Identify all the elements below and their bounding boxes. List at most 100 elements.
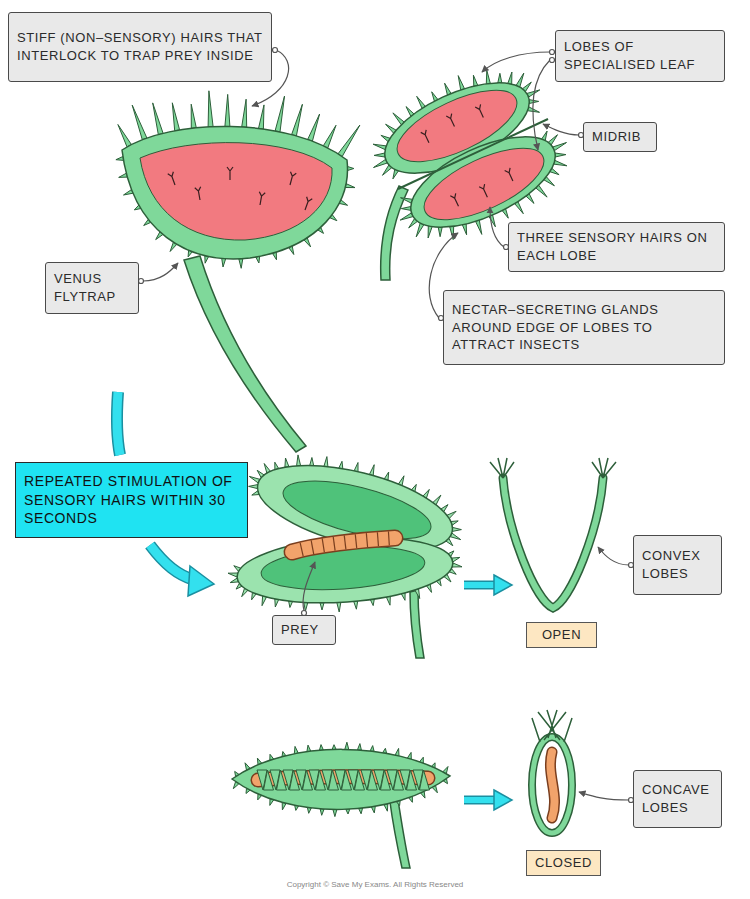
process-arrow	[464, 582, 496, 588]
stiff-hairs	[225, 94, 230, 126]
open-cross-section	[503, 478, 603, 608]
process-arrow	[464, 575, 512, 810]
stiff-hairs	[452, 527, 461, 531]
stiff-hairs	[476, 220, 482, 234]
stiff-hairs	[354, 601, 358, 609]
callout-box: THREE SENSORY HAIRS ON EACH LOBE	[508, 222, 725, 272]
closed-cross-section	[532, 710, 572, 742]
process-arrow	[117, 392, 120, 455]
flytrap-side-view	[116, 91, 360, 452]
sensory-hairs	[446, 114, 454, 127]
process-arrow	[464, 796, 496, 805]
stiff-hairs	[428, 226, 432, 238]
copyright-note: Copyright © Save My Exams. All Rights Re…	[0, 880, 750, 889]
prey-worm	[292, 538, 395, 552]
leader-lines	[598, 547, 629, 565]
interlocking-hairs	[257, 770, 430, 790]
prey-worm-segments	[322, 538, 324, 552]
node-text: CLOSED	[533, 854, 594, 872]
stiff-hairs	[153, 103, 163, 135]
leader-dots	[550, 50, 555, 55]
stiff-hairs	[191, 104, 196, 128]
callout-box: NECTAR–SECRETING GLANDS AROUND EDGE OF L…	[443, 290, 725, 365]
closed-cross-section	[532, 710, 572, 833]
stiff-hairs	[239, 259, 243, 269]
closed-cross-section	[532, 737, 572, 833]
stiff-hairs	[348, 167, 354, 171]
leaf-stalk	[184, 256, 306, 452]
trap-lobe	[122, 126, 347, 258]
stiff-hairs	[222, 258, 226, 267]
open-cross-section	[490, 458, 616, 478]
stiff-hairs	[333, 809, 337, 816]
trap-lobe	[232, 749, 450, 809]
stiff-hairs	[297, 455, 301, 466]
callout-box: MIDRIB	[583, 122, 657, 152]
leader-lines	[543, 124, 579, 135]
stiff-hairs	[228, 573, 238, 577]
leader-lines	[490, 207, 504, 247]
closed-cross-section	[532, 737, 572, 833]
stiff-hairs	[553, 143, 567, 151]
process-arrow	[150, 545, 194, 580]
process-arrow	[188, 566, 214, 596]
sensory-hairs	[259, 192, 265, 205]
process-arrow	[117, 392, 120, 455]
stiff-hairs	[462, 224, 466, 235]
sensory-hairs	[421, 130, 429, 143]
stiff-hairs	[555, 153, 566, 157]
prey-worm	[550, 752, 554, 818]
sensory-hairs	[168, 167, 313, 210]
stiff-hairs	[116, 91, 360, 268]
state-label: CLOSED	[526, 850, 601, 876]
node-text: NECTAR–SECRETING GLANDS AROUND EDGE OF L…	[452, 301, 716, 354]
stiff-hairs	[118, 125, 131, 147]
stiff-hairs	[345, 742, 349, 749]
node-text: OPEN	[533, 626, 590, 644]
node-text: STIFF (NON–SENSORY) HAIRS THAT INTERLOCK…	[17, 29, 263, 64]
stiff-hairs	[310, 458, 314, 466]
midrib-line	[398, 119, 548, 189]
leader-lines	[303, 562, 315, 611]
leader-dots	[273, 48, 278, 53]
prey-worm-segments	[355, 534, 356, 548]
leaf-stalk	[390, 800, 410, 868]
sensory-hairs	[227, 167, 233, 180]
leader-lines	[579, 792, 629, 800]
stiff-hairs	[323, 125, 336, 148]
stiff-hairs	[373, 70, 567, 239]
stiff-hairs	[373, 144, 386, 150]
callout-box: LOBES OF SPECIALISED LEAF	[555, 30, 725, 82]
stiff-hairs	[508, 72, 512, 84]
stiff-hairs	[259, 105, 265, 129]
leaf-stalk	[410, 590, 424, 658]
process-arrow	[150, 545, 194, 580]
open-cross-section	[503, 478, 603, 608]
stiff-hairs	[308, 114, 320, 141]
interlocking-hairs	[420, 770, 430, 790]
stiff-hairs	[275, 96, 284, 132]
prey-worm-segments	[311, 540, 314, 554]
sensory-hairs	[450, 193, 458, 206]
callout-box: CONVEX LOBES	[633, 535, 722, 595]
node-text: THREE SENSORY HAIRS ON EACH LOBE	[517, 229, 716, 264]
stiff-hairs	[132, 105, 147, 140]
prey-worm-segments	[300, 531, 389, 556]
leader-dots	[139, 279, 144, 284]
open-cross-section	[490, 458, 616, 608]
stiff-hairs	[452, 563, 462, 567]
leader-lines	[143, 50, 629, 800]
process-arrow	[494, 790, 512, 810]
stiff-hairs	[320, 603, 324, 610]
sensory-hairs	[479, 184, 487, 197]
sensory-hairs	[195, 187, 201, 200]
leader-dots	[139, 48, 634, 803]
callout-box: STIFF (NON–SENSORY) HAIRS THAT INTERLOCK…	[8, 12, 272, 82]
stiff-hairs	[400, 213, 413, 220]
flytrap-with-prey	[228, 449, 462, 658]
stiff-hairs	[292, 104, 303, 136]
sensory-hairs	[168, 172, 175, 185]
node-text: LOBES OF SPECIALISED LEAF	[564, 38, 716, 73]
